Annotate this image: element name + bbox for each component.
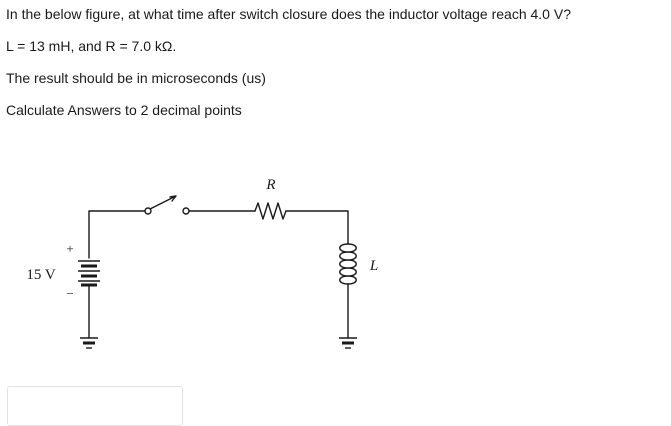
resistor-label: R xyxy=(265,177,275,193)
wire-left-top xyxy=(88,210,146,259)
circuit-diagram: R L 15 V + − xyxy=(26,177,378,349)
question-precision-note: Calculate Answers to 2 decimal points xyxy=(6,102,242,118)
switch-contact-left xyxy=(144,207,152,215)
ground-symbol-left xyxy=(80,337,98,349)
battery-minus-sign: − xyxy=(66,286,73,301)
question-given-values: L = 13 mH, and R = 7.0 kΩ. xyxy=(6,38,177,54)
question-text-line-1: In the below figure, at what time after … xyxy=(6,6,571,22)
switch-lever xyxy=(149,196,175,210)
inductor-symbol xyxy=(339,243,357,285)
source-voltage-label: 15 V xyxy=(26,267,55,283)
switch-lever-tip xyxy=(169,195,177,202)
question-units-note: The result should be in microseconds (us… xyxy=(6,70,266,86)
resistor-symbol xyxy=(254,202,287,220)
wire-resistor-to-right xyxy=(285,210,349,245)
inductor-label: L xyxy=(369,258,378,274)
answer-input[interactable] xyxy=(7,386,183,426)
battery-plus-sign: + xyxy=(66,241,73,256)
switch-contact-right xyxy=(182,207,190,215)
ground-symbol-right xyxy=(339,337,357,349)
